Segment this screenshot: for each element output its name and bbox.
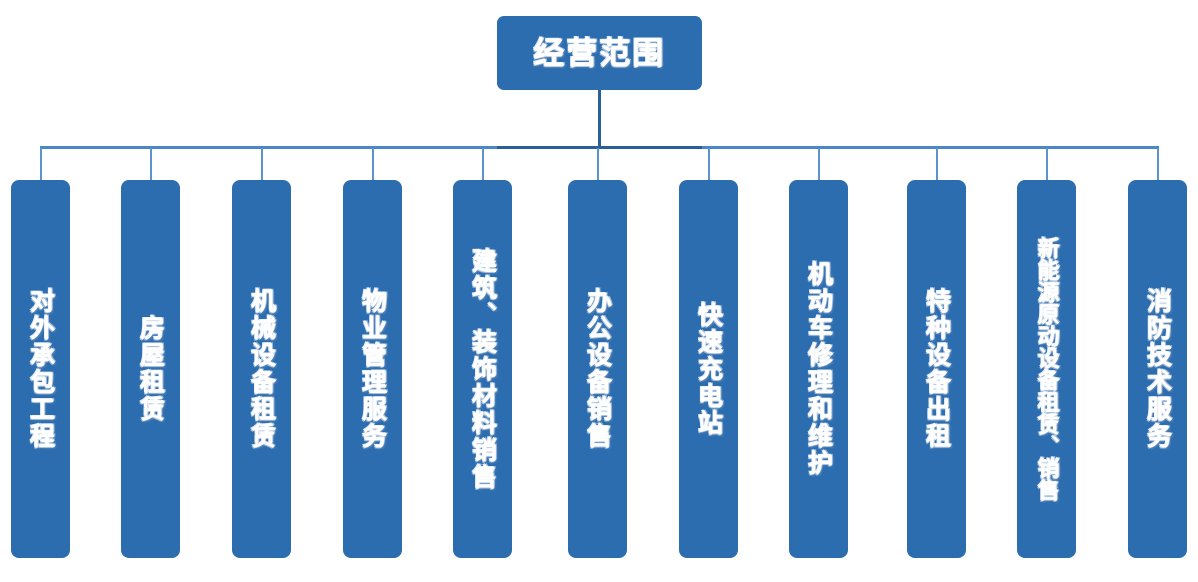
leaf-node-11-label: 消防技术服务 (1143, 288, 1172, 450)
connector-drop-5 (482, 148, 484, 181)
root-node-label: 经营范围 (533, 35, 666, 71)
connector-drop-2 (150, 148, 152, 181)
leaf-node-10-label: 新能源原动设备租赁、销售 (1034, 237, 1060, 501)
leaf-node-1-label: 对外承包工程 (26, 288, 55, 450)
leaf-node-11[interactable]: 消防技术服务 (1128, 180, 1187, 558)
leaf-node-2-label: 房屋租赁 (136, 315, 165, 423)
connector-horizontal-bus-highlight (497, 146, 702, 149)
leaf-node-8[interactable]: 机动车修理和维护 (789, 180, 848, 558)
leaf-node-9-label: 特种设备出租 (922, 288, 951, 450)
connector-drop-11 (1157, 148, 1159, 181)
connector-drop-7 (708, 148, 710, 181)
connector-drop-3 (261, 148, 263, 181)
leaf-node-7[interactable]: 快速充电站 (679, 180, 738, 558)
connector-drop-9 (936, 148, 938, 181)
connector-drop-4 (372, 148, 374, 181)
leaf-node-6-label: 办公设备销售 (583, 288, 612, 450)
leaf-node-1[interactable]: 对外承包工程 (11, 180, 70, 558)
connector-drop-1 (40, 148, 42, 181)
leaf-node-5[interactable]: 建筑、装饰材料销售 (453, 180, 512, 558)
leaf-node-10[interactable]: 新能源原动设备租赁、销售 (1017, 180, 1076, 558)
connector-drop-8 (818, 148, 820, 181)
leaf-node-6[interactable]: 办公设备销售 (568, 180, 627, 558)
leaf-node-7-label: 快速充电站 (694, 301, 723, 437)
leaf-node-3-label: 机械设备租赁 (247, 288, 276, 450)
leaf-node-4-label: 物业管理服务 (358, 288, 387, 450)
leaf-node-3[interactable]: 机械设备租赁 (232, 180, 291, 558)
leaf-node-8-label: 机动车修理和维护 (804, 261, 833, 477)
leaf-node-4[interactable]: 物业管理服务 (343, 180, 402, 558)
connector-drop-10 (1046, 148, 1048, 181)
root-node-business-scope[interactable]: 经营范围 (497, 16, 702, 90)
leaf-node-5-label: 建筑、装饰材料销售 (468, 247, 497, 491)
leaf-node-9[interactable]: 特种设备出租 (907, 180, 966, 558)
connector-root-stem (598, 90, 601, 148)
leaf-node-2[interactable]: 房屋租赁 (121, 180, 180, 558)
connector-drop-6 (597, 148, 599, 181)
